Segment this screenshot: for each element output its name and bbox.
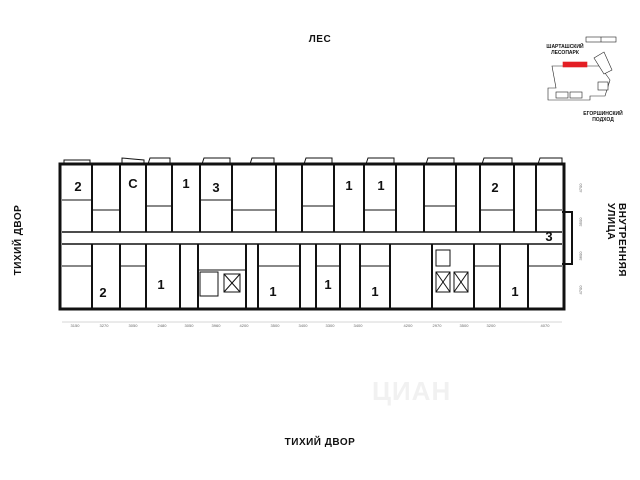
dim-bottom-1: 3150 [71,323,81,328]
key-plan-top-caption: ШАРТАШСКИЙ ЛЕСОПАРК [546,44,584,56]
dim-bottom-16: 4070 [541,323,551,328]
dim-bottom-7: 4200 [240,323,250,328]
dim-right-1: 4700 [578,183,583,193]
room-label-top-6: 1 [377,178,384,193]
room-label-top-7: 2 [491,180,498,195]
dim-bottom-11: 3400 [354,323,364,328]
dim-right-2: 3500 [578,217,583,227]
top-room-numbers: 2 С 1 3 1 1 2 [74,176,498,195]
dim-bottom-4: 2480 [158,323,168,328]
room-label-bottom-3: 1 [269,284,276,299]
key-plan-bottom-caption: ЕГОРШИНСКИЙ ПОДХОД [583,111,623,123]
right-dimensions: 4700 3500 3600 4700 [578,183,583,295]
bottom-dimensions: 3150 3270 3050 2480 3050 3960 4200 3500 … [62,321,562,328]
dim-bottom-13: 2970 [433,323,443,328]
dim-bottom-6: 3960 [212,323,222,328]
dim-bottom-5: 3050 [185,323,195,328]
dim-right-3: 3600 [578,251,583,261]
room-label-right-end: 3 [545,229,552,244]
south-side-label: ТИХИЙ ДВОР [284,437,356,448]
room-label-top-4: 3 [212,180,219,195]
dim-bottom-14: 3500 [460,323,470,328]
north-side-label: ЛЕС [308,34,332,45]
dim-bottom-12: 4200 [404,323,414,328]
dim-bottom-8: 3500 [271,323,281,328]
dim-bottom-10: 3300 [326,323,336,328]
room-label-bottom-6: 1 [511,284,518,299]
room-label-bottom-2: 1 [157,277,164,292]
bottom-room-numbers: 2 1 1 1 1 1 [99,277,518,300]
room-label-bottom-5: 1 [371,284,378,299]
dim-bottom-9: 3400 [299,323,309,328]
room-label-bottom-4: 1 [324,277,331,292]
room-label-top-5: 1 [345,178,352,193]
dim-bottom-3: 3050 [129,323,139,328]
dim-bottom-2: 3270 [100,323,110,328]
room-label-top-1: 2 [74,179,81,194]
dim-bottom-15: 3200 [487,323,497,328]
key-plan [547,36,617,101]
key-plan-current-building [562,61,588,68]
room-label-top-3: 1 [182,176,189,191]
room-label-bottom-1: 2 [99,285,106,300]
watermark: ЦИАН [372,376,452,406]
room-label-top-2: С [128,176,138,191]
dim-right-4: 4700 [578,285,583,295]
building-walls [58,157,573,311]
